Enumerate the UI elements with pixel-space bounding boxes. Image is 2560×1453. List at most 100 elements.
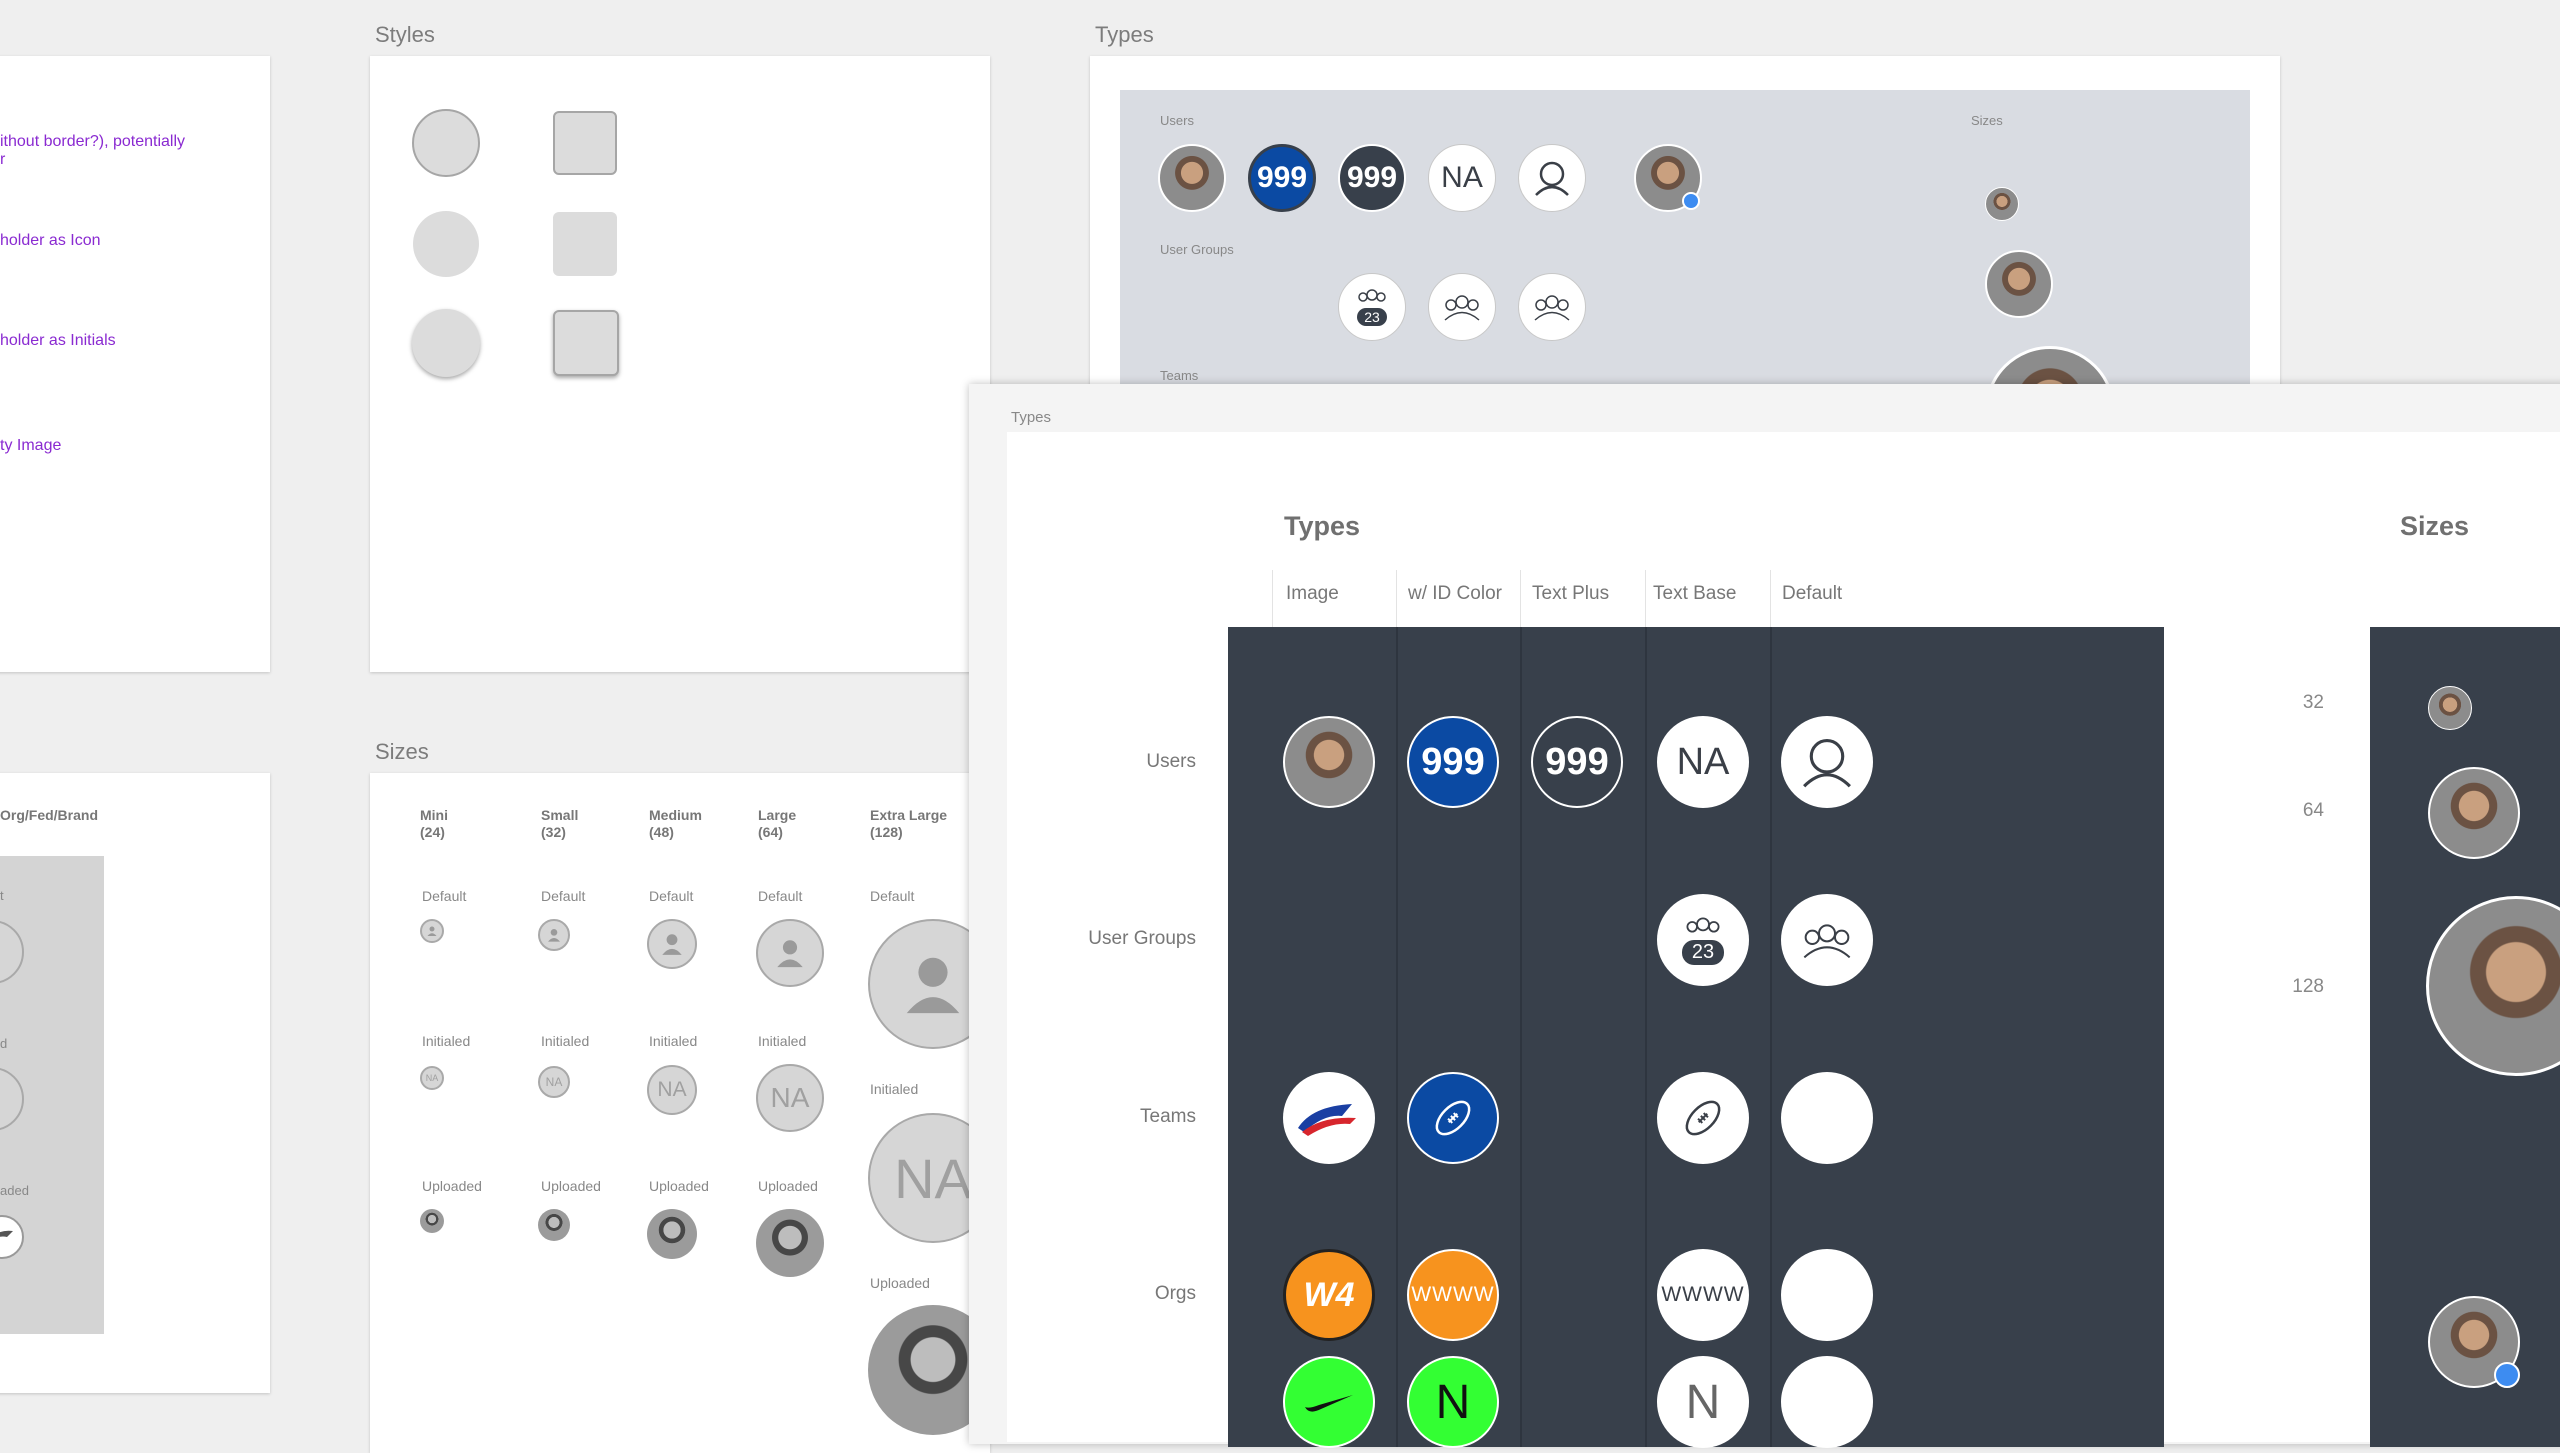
org-frag-1: t xyxy=(0,888,4,903)
initials-avatar-small: NA xyxy=(538,1066,570,1098)
notes-board: ithout border?), potentially r holder as… xyxy=(0,56,270,672)
size-col-xl: Extra Large(128) xyxy=(870,807,948,840)
style-square-shadow xyxy=(553,310,619,376)
panel-div-1 xyxy=(1396,627,1398,1447)
org2-default-avatar[interactable] xyxy=(1781,1356,1873,1448)
row-initialed-mini: Initialed xyxy=(422,1033,471,1049)
swoosh-icon xyxy=(1305,1395,1353,1412)
user-default-avatar[interactable] xyxy=(1781,716,1873,808)
row-uploaded-small: Uploaded xyxy=(541,1178,601,1194)
types-mini-panel: Users Sizes 999 999 NA User Groups 23 Te… xyxy=(1120,90,2250,396)
types-mini-board: Users Sizes 999 999 NA User Groups 23 Te… xyxy=(1090,56,2280,396)
initials-avatar-mini: NA xyxy=(420,1066,444,1090)
mini-group-icon-2 xyxy=(1518,273,1586,341)
user-id-color-avatar[interactable]: 999 xyxy=(1407,716,1499,808)
team-id-color-avatar[interactable] xyxy=(1407,1072,1499,1164)
style-circle-shadow xyxy=(412,309,480,377)
team-default-avatar[interactable] xyxy=(1781,1072,1873,1164)
org2-id-color-avatar[interactable]: N xyxy=(1407,1356,1499,1448)
uploaded-avatar-mini xyxy=(420,1209,444,1233)
org2-image-avatar[interactable] xyxy=(1283,1356,1375,1448)
org-frag-3: aded xyxy=(0,1183,29,1198)
mini-user-photo xyxy=(1158,144,1226,212)
org-id-color-avatar[interactable]: WWWW xyxy=(1407,1249,1499,1341)
size-value-32: 32 xyxy=(2302,692,2324,713)
org2-text-base-avatar[interactable]: N xyxy=(1657,1356,1749,1448)
sizes-title: Sizes xyxy=(2400,511,2470,541)
col-sep-0 xyxy=(1272,570,1273,627)
size-avatar-64 xyxy=(2428,767,2520,859)
row-default-small: Default xyxy=(541,888,586,904)
bills-logo-icon xyxy=(1298,1104,1356,1136)
size-avatar-32 xyxy=(2428,686,2472,730)
org-board: Org/Fed/Brand t d aded xyxy=(0,773,270,1393)
radio-logo-text: W4 xyxy=(1303,1275,1355,1314)
col-sep-2 xyxy=(1520,570,1521,627)
mini-user-default-icon xyxy=(1518,144,1586,212)
style-square-flat xyxy=(553,212,617,276)
row-default-xl: Default xyxy=(870,888,915,904)
row-label-user-groups: User Groups xyxy=(1088,928,1196,949)
note-image: ty Image xyxy=(0,437,62,454)
size-status-dot xyxy=(2494,1362,2520,1388)
panel-div-3 xyxy=(1645,627,1647,1447)
types-main-frame-label: Types xyxy=(1011,409,1052,426)
note-placeholder-initials: holder as Initials xyxy=(0,332,116,349)
col-head-default: Default xyxy=(1782,583,1843,604)
row-default-large: Default xyxy=(758,888,803,904)
org-default-avatar[interactable] xyxy=(1781,1249,1873,1341)
row-uploaded-mini: Uploaded xyxy=(422,1178,482,1194)
mini-sizes-label: Sizes xyxy=(1971,113,2003,128)
styles-board xyxy=(370,56,990,672)
mini-groups-label: User Groups xyxy=(1160,242,1234,257)
row-label-orgs: Orgs xyxy=(1154,1283,1196,1304)
football-icon xyxy=(1435,1100,1471,1136)
size-col-small: Small(32) xyxy=(541,807,579,840)
initials-avatar-large: NA xyxy=(756,1064,824,1132)
initials-avatar-medium: NA xyxy=(647,1065,697,1115)
default-avatar-medium xyxy=(647,919,697,969)
col-sep-4 xyxy=(1770,570,1771,627)
org-text-base-avatar[interactable]: WWWW xyxy=(1657,1249,1749,1341)
sizes-artboard-label: Sizes xyxy=(375,739,429,764)
styles-artboard-label: Styles xyxy=(375,22,435,47)
sizes-board: Mini(24) Small(32) Medium(48) Large(64) … xyxy=(370,773,990,1453)
row-uploaded-xl: Uploaded xyxy=(870,1275,930,1291)
row-initialed-medium: Initialed xyxy=(649,1033,698,1049)
panel-div-4 xyxy=(1770,627,1772,1447)
default-avatar-small xyxy=(538,919,570,951)
mini-group-count: 23 xyxy=(1338,273,1406,341)
user-text-base-avatar[interactable]: NA xyxy=(1657,716,1749,808)
size-col-large: Large(64) xyxy=(758,807,797,840)
size-col-medium: Medium(48) xyxy=(649,807,702,840)
col-sep-1 xyxy=(1396,570,1397,627)
types-title: Types xyxy=(1284,511,1361,541)
uploaded-avatar-medium xyxy=(647,1209,697,1259)
col-head-text-plus: Text Plus xyxy=(1532,583,1610,604)
group-default-avatar[interactable] xyxy=(1781,894,1873,986)
default-avatar-mini xyxy=(420,919,444,943)
row-uploaded-large: Uploaded xyxy=(758,1178,818,1194)
team-text-base-avatar[interactable] xyxy=(1657,1072,1749,1164)
row-uploaded-medium: Uploaded xyxy=(649,1178,709,1194)
style-circle-flat xyxy=(413,211,479,277)
default-avatar-large xyxy=(756,919,824,987)
style-square-bordered xyxy=(553,111,617,175)
mini-group-icon-1 xyxy=(1428,273,1496,341)
user-image-avatar[interactable] xyxy=(1283,716,1375,808)
style-circle-bordered xyxy=(412,109,480,177)
org-frag-2: d xyxy=(0,1036,8,1051)
user-text-plus-avatar[interactable]: 999 xyxy=(1531,716,1623,808)
mini-size-64 xyxy=(1985,250,2053,318)
org-heading: Org/Fed/Brand xyxy=(0,807,99,823)
group-text-base-avatar[interactable]: 23 xyxy=(1657,894,1749,986)
mini-user-initials: NA xyxy=(1428,144,1496,212)
row-default-medium: Default xyxy=(649,888,694,904)
mini-user-id-color: 999 xyxy=(1248,144,1316,212)
team-image-avatar[interactable] xyxy=(1283,1072,1375,1164)
mini-size-32 xyxy=(1985,187,2019,221)
uploaded-avatar-small xyxy=(538,1209,570,1241)
org-image-avatar[interactable]: W4 xyxy=(1283,1249,1375,1341)
row-initialed-large: Initialed xyxy=(758,1033,807,1049)
types-artboard-label: Types xyxy=(1095,22,1154,47)
